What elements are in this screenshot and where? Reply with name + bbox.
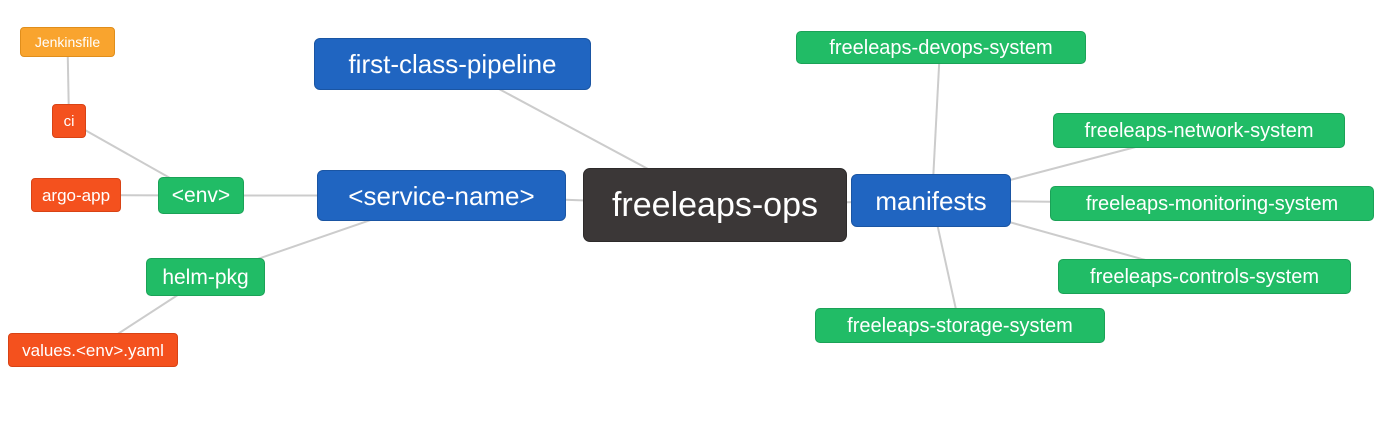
node-freeleaps-ops-root[interactable]: freeleaps-ops: [583, 168, 847, 242]
node-helm-pkg[interactable]: helm-pkg: [146, 258, 265, 296]
node-values-env-yaml[interactable]: values.<env>.yaml: [8, 333, 178, 367]
node-jenkinsfile[interactable]: Jenkinsfile: [20, 27, 115, 57]
node-freeleaps-monitoring-system[interactable]: freeleaps-monitoring-system: [1050, 186, 1374, 221]
node-freeleaps-devops-system[interactable]: freeleaps-devops-system: [796, 31, 1086, 64]
node-freeleaps-storage-system[interactable]: freeleaps-storage-system: [815, 308, 1105, 343]
node-ci[interactable]: ci: [52, 104, 86, 138]
node-first-class-pipeline[interactable]: first-class-pipeline: [314, 38, 591, 90]
node-env[interactable]: <env>: [158, 177, 244, 214]
node-freeleaps-network-system[interactable]: freeleaps-network-system: [1053, 113, 1345, 148]
node-manifests[interactable]: manifests: [851, 174, 1011, 227]
node-service-name[interactable]: <service-name>: [317, 170, 566, 221]
node-freeleaps-controls-system[interactable]: freeleaps-controls-system: [1058, 259, 1351, 294]
node-argo-app[interactable]: argo-app: [31, 178, 121, 212]
